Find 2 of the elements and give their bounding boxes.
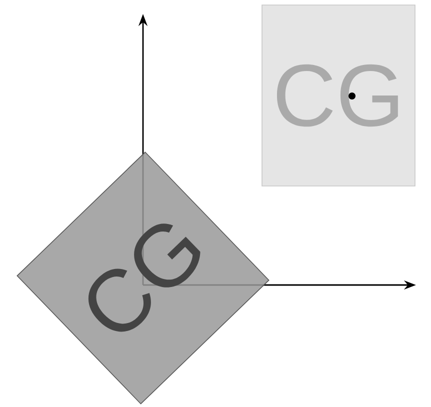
square-panel: CG xyxy=(262,4,416,186)
square-panel: CG xyxy=(16,152,270,404)
